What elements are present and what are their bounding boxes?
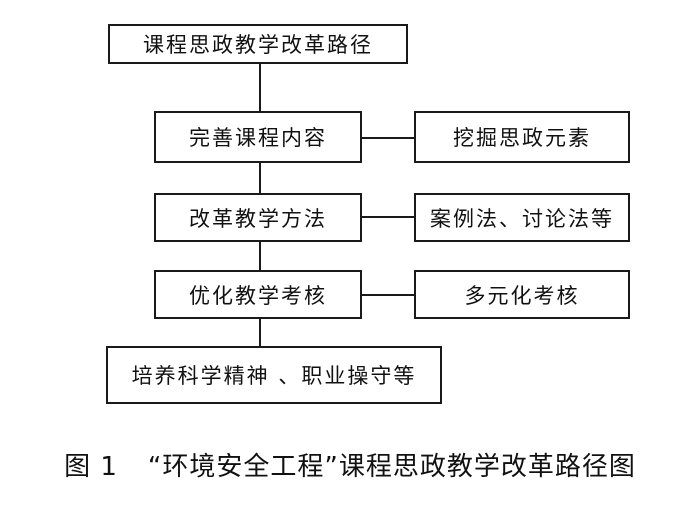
connector-step3-to-outcome bbox=[259, 319, 261, 346]
step-label-1: 完善课程内容 bbox=[189, 126, 327, 150]
detail-label-2: 案例法、讨论法等 bbox=[430, 206, 614, 231]
connector-root-to-step1 bbox=[259, 64, 261, 111]
step-label-3: 优化教学考核 bbox=[189, 283, 327, 308]
figure-number: 图 1 bbox=[64, 452, 118, 482]
outcome-label: 培养科学精神 、职业操守等 bbox=[131, 364, 417, 388]
connector-step2-to-step3 bbox=[259, 242, 261, 270]
step-box-2: 改革教学方法 bbox=[154, 193, 362, 242]
detail-label-1: 挖掘思政元素 bbox=[453, 126, 591, 150]
connector-step1-to-step2 bbox=[259, 163, 261, 193]
detail-label-3: 多元化考核 bbox=[464, 283, 580, 308]
outcome-box: 培养科学精神 、职业操守等 bbox=[106, 346, 442, 404]
step-label-2: 改革教学方法 bbox=[189, 206, 327, 231]
connector-step3-to-detail3 bbox=[362, 294, 414, 296]
figure-title: “环境安全工程”课程思政教学改革路径图 bbox=[147, 452, 636, 482]
connector-step1-to-detail1 bbox=[362, 137, 414, 139]
detail-box-3: 多元化考核 bbox=[414, 270, 630, 319]
connector-step2-to-detail2 bbox=[362, 216, 414, 218]
detail-box-1: 挖掘思政元素 bbox=[414, 111, 630, 163]
root-label: 课程思政教学改革路径 bbox=[143, 33, 373, 57]
root-box: 课程思政教学改革路径 bbox=[108, 24, 408, 64]
figure-caption: 图 1 “环境安全工程”课程思政教学改革路径图 bbox=[0, 446, 700, 483]
step-box-3: 优化教学考核 bbox=[154, 270, 362, 319]
detail-box-2: 案例法、讨论法等 bbox=[414, 193, 630, 242]
step-box-1: 完善课程内容 bbox=[154, 111, 362, 163]
